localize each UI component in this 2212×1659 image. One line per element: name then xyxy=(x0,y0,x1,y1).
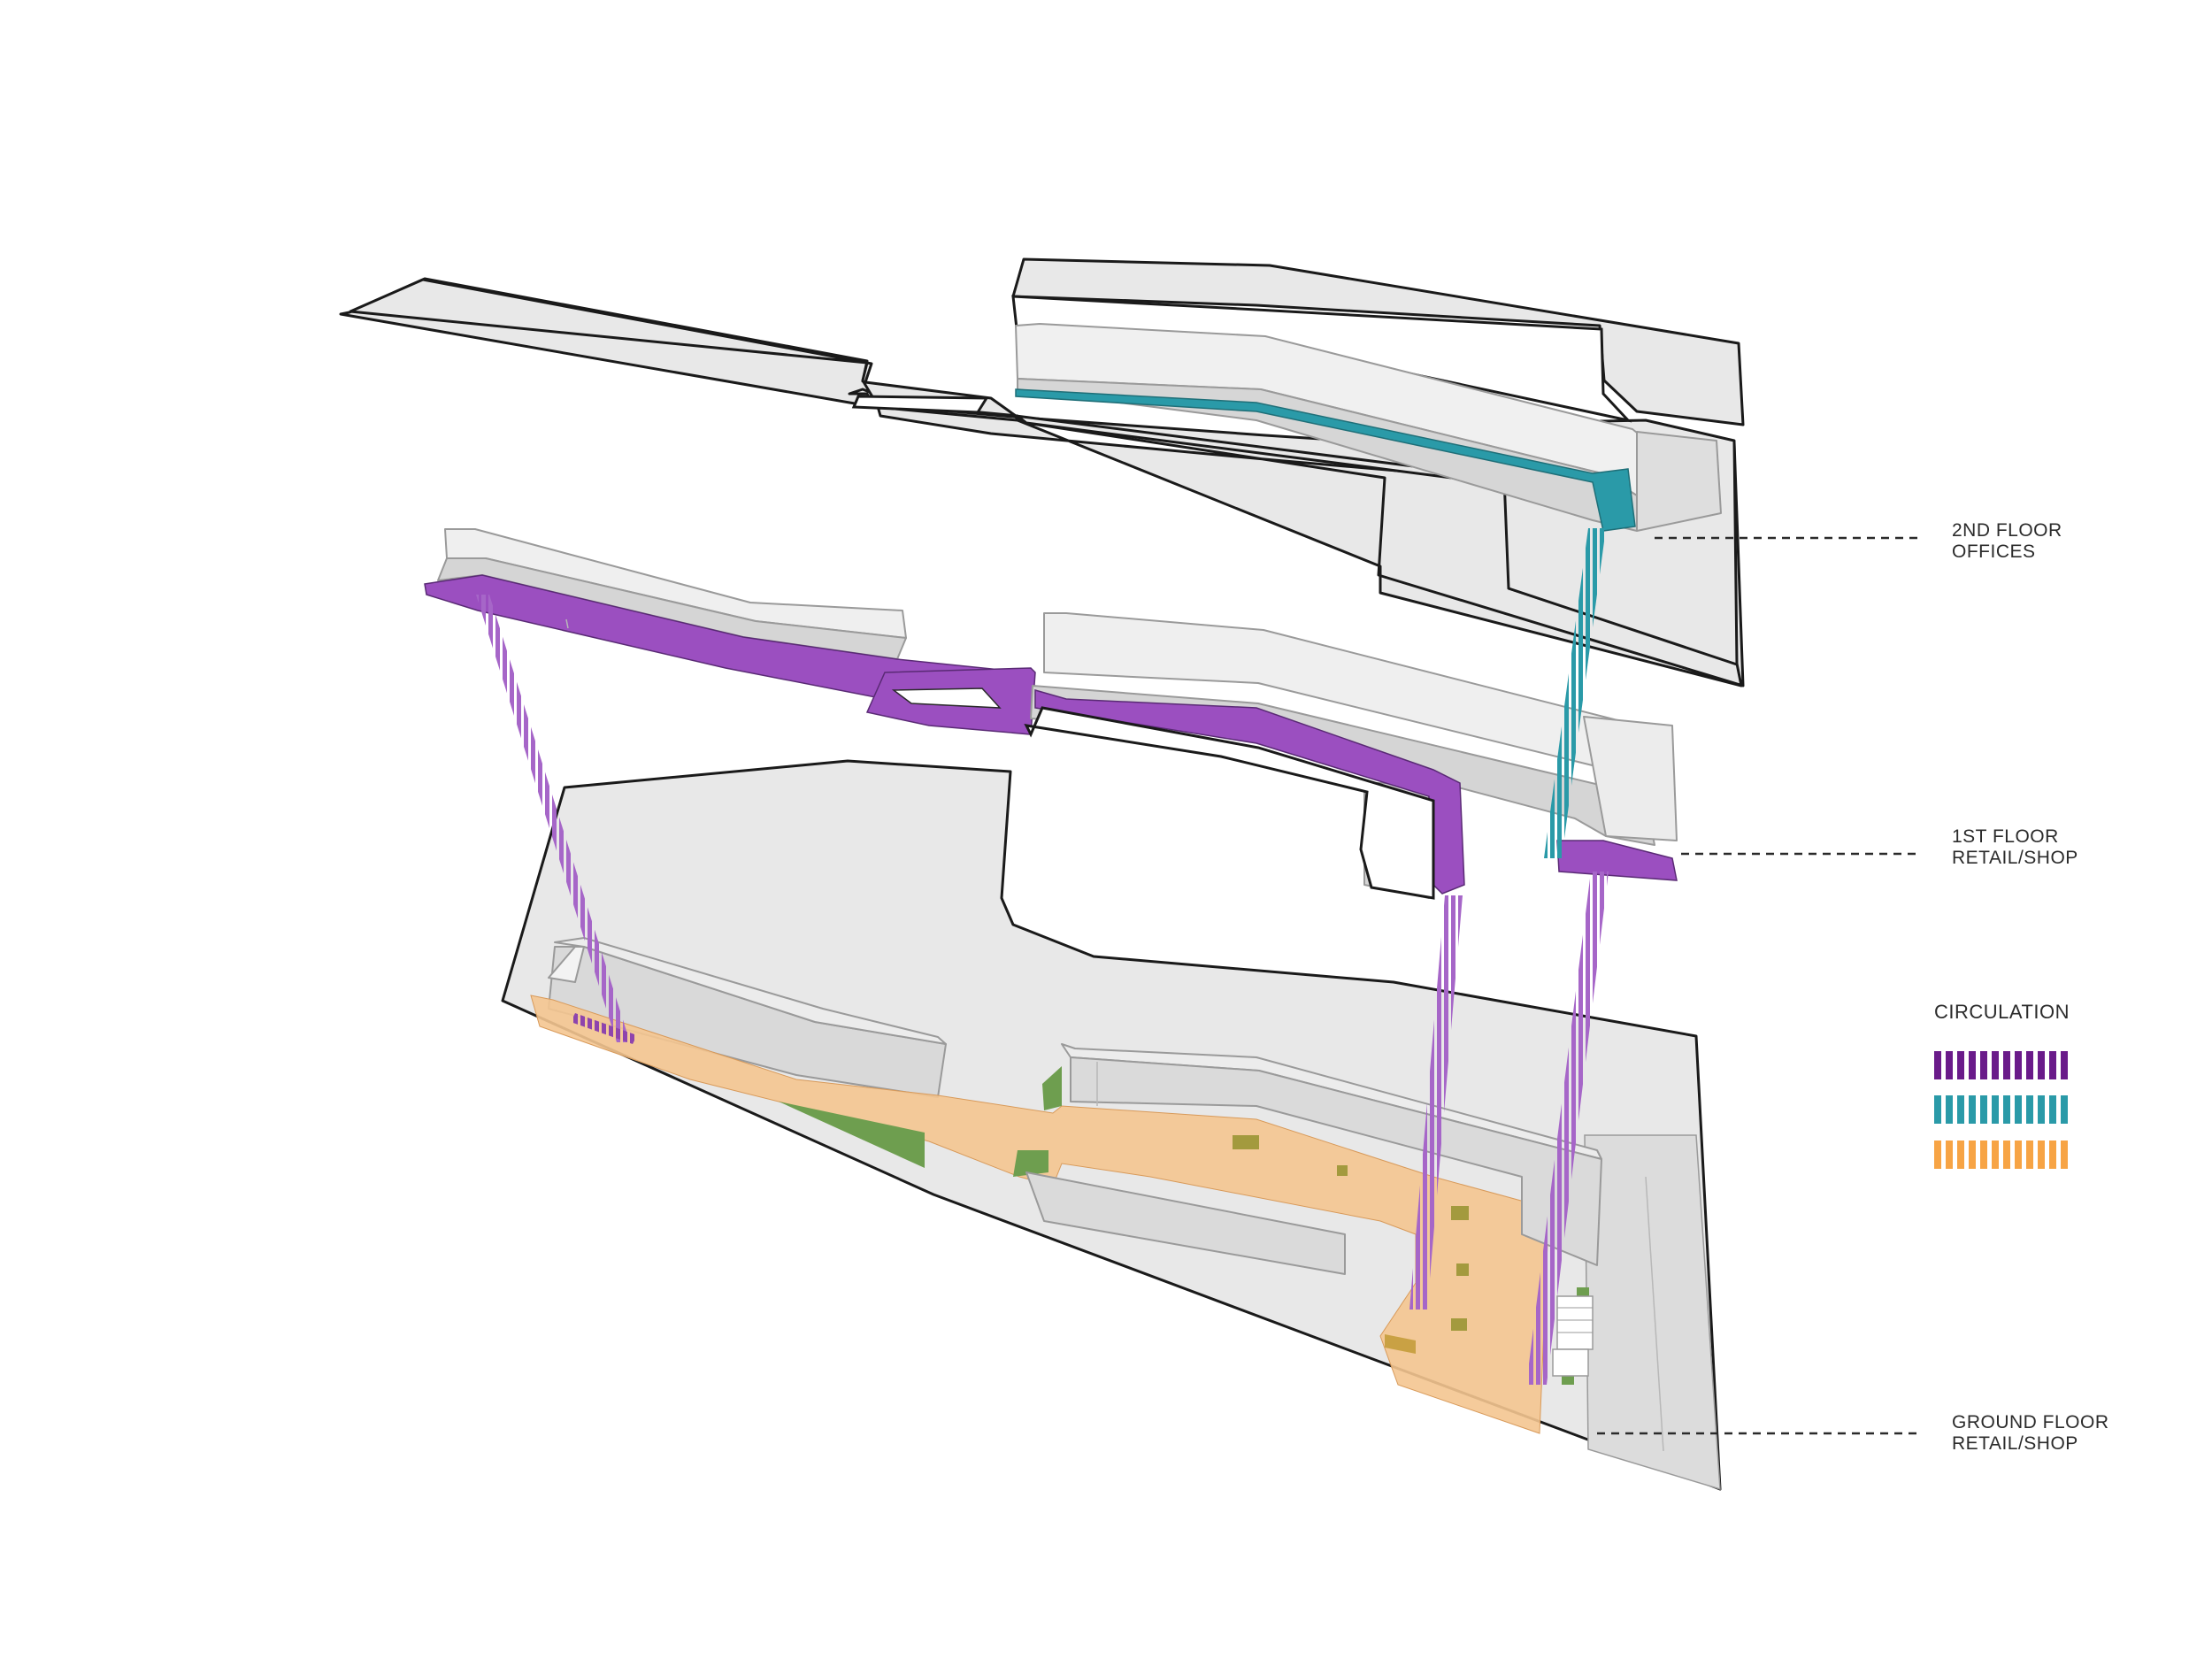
leader-lines xyxy=(1597,536,1920,1435)
label-ground-floor-line1: GROUND FLOOR xyxy=(1952,1412,2109,1432)
label-second-floor-line1: 2ND FLOOR xyxy=(1952,520,2062,541)
first-west-wing xyxy=(424,528,1027,709)
ground-landscape-3 xyxy=(1042,1066,1062,1110)
vertical-circulation xyxy=(476,528,1609,1385)
label-first-floor-line2: RETAIL/SHOP xyxy=(1952,848,2078,868)
legend-title: CIRCULATION xyxy=(1934,1001,2070,1023)
circulation-purple-west xyxy=(476,595,630,1042)
plaza-planter-2 xyxy=(1451,1206,1469,1220)
legend-swatch-teal xyxy=(1934,1095,2069,1124)
label-ground-floor-line2: RETAIL/SHOP xyxy=(1952,1433,2078,1454)
ground-west-building xyxy=(548,937,947,1098)
plaza-planter-1 xyxy=(1337,1165,1348,1176)
first-bridge-void xyxy=(891,687,1002,709)
plaza-seating xyxy=(1233,1135,1259,1149)
legend-swatch-purple xyxy=(1934,1051,2069,1079)
first-west-fins xyxy=(565,618,569,629)
second-office-building xyxy=(1015,323,1722,532)
ground-landscape-1 xyxy=(779,1102,925,1168)
plaza-planter-4 xyxy=(1451,1318,1467,1331)
street-curb xyxy=(1645,1176,1664,1452)
label-second-floor: 2ND FLOOR OFFICES xyxy=(1952,520,2062,563)
first-east-wing xyxy=(1024,612,1678,900)
label-ground-floor: GROUND FLOOR RETAIL/SHOP xyxy=(1952,1412,2109,1455)
first-east-corner-corridor xyxy=(1556,840,1678,881)
first-east-void xyxy=(1024,706,1435,900)
label-second-floor-line2: OFFICES xyxy=(1952,541,2036,562)
ground-floor-street xyxy=(1584,1134,1721,1491)
ground-landscape-2 xyxy=(1013,1150,1048,1177)
circulation-purple-ground-west xyxy=(571,1013,637,1044)
label-first-floor-line1: 1ST FLOOR xyxy=(1952,826,2059,847)
circulation-purple-east xyxy=(1526,872,1609,1385)
second-floor-void xyxy=(851,395,989,414)
plaza-bench xyxy=(1385,1334,1416,1354)
ground-stairs xyxy=(1552,1295,1594,1377)
circulation-teal xyxy=(1544,528,1606,858)
first-east-corridor xyxy=(1034,689,1465,895)
circulation-purple-mid xyxy=(1409,895,1463,1310)
plaza-planter-3 xyxy=(1456,1263,1469,1276)
label-first-floor: 1ST FLOOR RETAIL/SHOP xyxy=(1952,826,2078,869)
second-floor-level xyxy=(339,257,1745,687)
first-floor-level xyxy=(424,528,1678,900)
second-north-slab xyxy=(1011,257,1745,426)
second-office-corridor xyxy=(1015,388,1636,532)
legend-swatch-orange xyxy=(1934,1141,2069,1169)
